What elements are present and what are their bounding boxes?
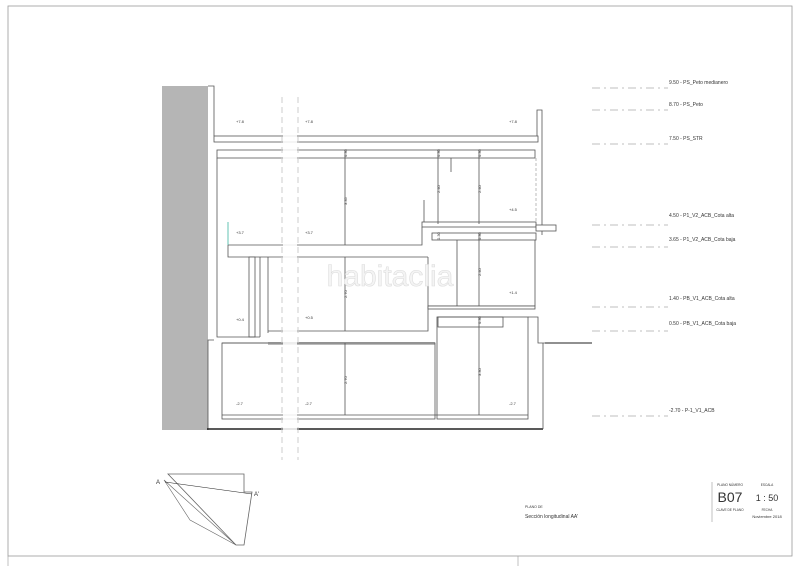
stair-wall — [248, 256, 256, 338]
break-gap — [283, 97, 297, 460]
plan-number-label: PLANO NÚMERO — [717, 482, 743, 487]
dimension-label: 3.30 — [477, 367, 482, 376]
plan-key-label: CLAVE DE PLANO — [716, 508, 744, 512]
spot-level: +7.8 — [509, 119, 518, 124]
spot-level: -2.7 — [509, 401, 517, 406]
scale-label: ESCALA — [761, 483, 774, 487]
parapet — [536, 109, 543, 235]
party-wall — [162, 86, 208, 430]
date-value: Noviembre 2018 — [752, 514, 782, 519]
plan-title: Sección longitudinal AA' — [525, 514, 578, 520]
dimension-label: 0.30 — [436, 231, 441, 240]
wall-edge — [208, 85, 215, 136]
level-label: 7.50 - PS_STR — [669, 136, 703, 142]
dimension-label: 2.40 — [436, 184, 441, 193]
section-mark: A — [156, 480, 160, 486]
date-label: FECHA — [762, 508, 774, 512]
level-label: -2.70 - P-1_V1_ACB — [669, 408, 715, 414]
roof-slab — [213, 135, 539, 143]
floor-3-7-bottom — [227, 245, 428, 258]
dimension-label: 0.30 — [477, 148, 482, 157]
level-label: 8.70 - PS_Peto — [669, 102, 703, 108]
key-plan-edge — [163, 479, 237, 546]
level-label: 1.40 - PB_V1_ACB_Cota alta — [669, 296, 735, 302]
floor-0-4 — [216, 257, 260, 338]
basement-room-2 — [436, 316, 529, 420]
sheet-frame — [7, 5, 793, 557]
spot-level: +4.5 — [509, 207, 518, 212]
watermark: habitaclia — [327, 260, 454, 293]
dimension-label: 3.35 — [343, 196, 348, 205]
spot-level: +0.4 — [236, 317, 245, 322]
spot-level: +0.5 — [305, 315, 314, 320]
level-label: 4.50 - P1_V2_ACB_Cota alta — [669, 213, 734, 219]
dimension-label: 2.40 — [477, 267, 482, 276]
beam-1-4 — [437, 316, 504, 328]
spot-level: +1.4 — [509, 290, 518, 295]
scale-value: 1 : 50 — [756, 493, 779, 503]
basement-room — [221, 342, 436, 420]
dimension-label: 0.30 — [477, 315, 482, 324]
foundation-edge — [207, 339, 214, 430]
plan-of-label: PLANO DE — [525, 505, 543, 509]
plan-number: B07 — [718, 489, 743, 505]
section-mark: A' — [254, 492, 259, 498]
spot-level: +7.8 — [305, 119, 314, 124]
level-lines — [592, 87, 668, 417]
dimension-label: 2.40 — [477, 184, 482, 193]
ceiling-slab-upper — [216, 149, 536, 159]
floor-3-7-top — [228, 227, 423, 246]
level-label: 0.50 - PB_V1_ACB_Cota baja — [669, 321, 736, 327]
key-plan — [167, 473, 253, 546]
spot-level: +7.8 — [236, 119, 245, 124]
dimension-label: 0.30 — [343, 148, 348, 157]
dimension-label: 0.30 — [436, 148, 441, 157]
section-cut-line — [164, 481, 253, 495]
dimension-label: 2.70 — [343, 289, 348, 298]
entry-step — [528, 316, 545, 344]
spot-level: +3.7 — [305, 230, 314, 235]
spot-level: -2.7 — [236, 401, 244, 406]
spot-level: +3.7 — [236, 230, 245, 235]
floor-slab-1-4 — [427, 305, 536, 310]
dimension-label: 2.70 — [343, 375, 348, 384]
ceiling-slab-lower — [431, 232, 537, 241]
balcony-edge — [535, 224, 557, 232]
dimension-lines — [344, 150, 480, 415]
floor-slab-ground — [268, 342, 435, 345]
dimension-label: 0.30 — [477, 231, 482, 240]
level-label: 3.65 - P1_V2_ACB_Cota baja — [669, 237, 736, 243]
level-label: 9.50 - PS_Peto medianero — [669, 80, 728, 86]
spot-level: -2.7 — [305, 401, 313, 406]
